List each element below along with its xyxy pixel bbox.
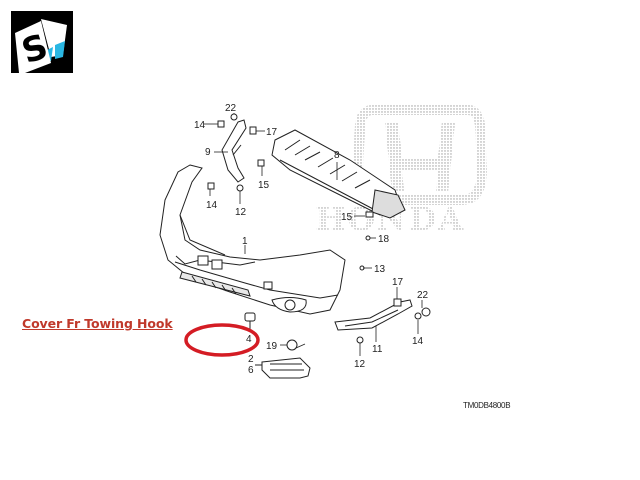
label-22a: 22 <box>225 103 237 114</box>
label-19: 19 <box>266 341 278 352</box>
honda-h-logo-icon <box>352 105 488 205</box>
label-13: 13 <box>374 264 386 275</box>
label-2: 2 <box>248 354 254 365</box>
label-6: 6 <box>248 365 254 376</box>
label-15a: 15 <box>258 180 270 191</box>
part-8-beam <box>271 129 406 219</box>
label-22b: 22 <box>417 290 429 301</box>
diagram-code: TM0DB4800B <box>463 401 511 410</box>
label-17b: 17 <box>392 277 404 288</box>
label-14b: 14 <box>206 200 218 211</box>
label-9: 9 <box>205 147 211 158</box>
label-18: 18 <box>378 234 390 245</box>
label-8: 8 <box>334 150 340 161</box>
label-12a: 12 <box>235 207 247 218</box>
label-1: 1 <box>242 236 248 247</box>
label-11: 11 <box>372 344 383 355</box>
callout-label: Cover Fr Towing Hook <box>22 316 173 331</box>
label-17a: 17 <box>266 127 278 138</box>
label-14a: 14 <box>194 120 206 131</box>
label-4: 4 <box>246 334 252 345</box>
sm-logo-icon: S <box>11 11 73 73</box>
label-15b: 15 <box>341 212 353 223</box>
label-12b: 12 <box>354 359 366 370</box>
highlight-ellipse <box>184 323 260 357</box>
part-1-bumper <box>159 164 346 315</box>
label-14c: 14 <box>412 336 424 347</box>
